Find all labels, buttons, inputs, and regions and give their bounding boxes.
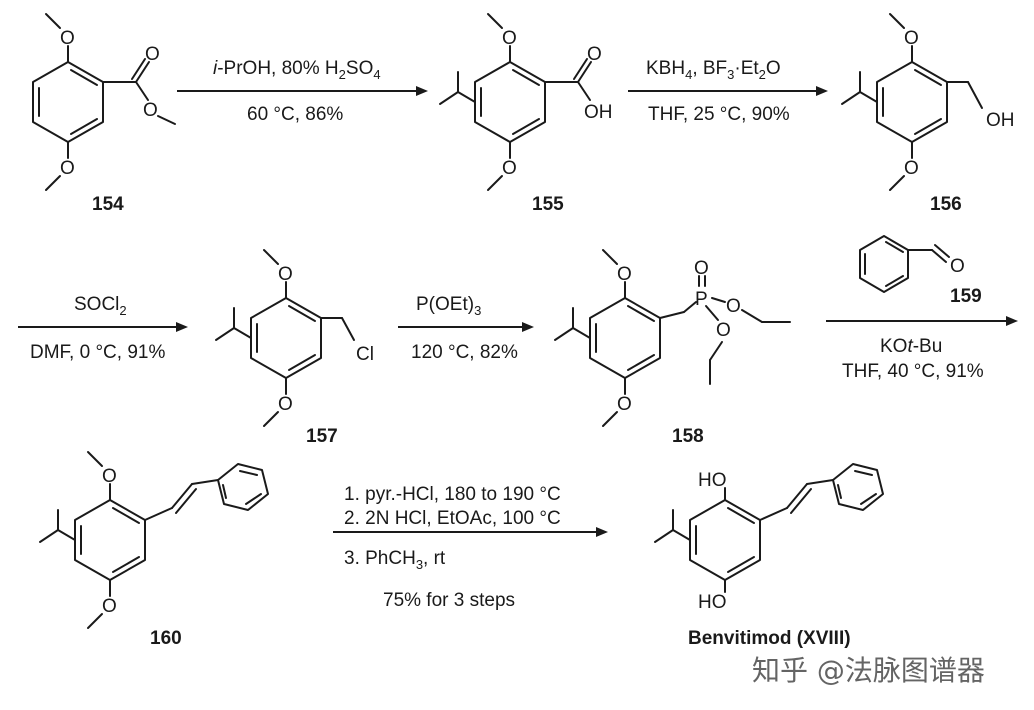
step6-yield: 75% for 3 steps (383, 590, 515, 611)
step4-conditions: 120 °C, 82% (411, 342, 518, 363)
hydroxyl-label: HO (698, 470, 727, 491)
phosphorus-label: P (695, 289, 708, 310)
compound-number-159: 159 (950, 286, 982, 307)
compound-number-160: 160 (150, 628, 182, 649)
oxygen-label: O (502, 158, 517, 179)
step2-reagents: KBH4, BF3·Et2O (646, 58, 781, 82)
step4-reagents: P(OEt)3 (416, 294, 481, 318)
step5-base: KOt-Bu (880, 336, 942, 357)
reaction-arrow-6: 1. pyr.-HCl, 180 to 190 °C 2. 2N HCl, Et… (333, 484, 608, 611)
hydroxyl-label: OH (986, 110, 1015, 131)
oxygen-label: O (278, 264, 293, 285)
oxygen-label: O (145, 44, 160, 65)
step1-conditions: 60 °C, 86% (247, 104, 343, 125)
step3-conditions: DMF, 0 °C, 91% (30, 342, 165, 363)
oxygen-label: O (502, 28, 517, 49)
chlorine-label: Cl (356, 344, 374, 365)
compound-159: O 159 (859, 235, 982, 307)
compound-158: O O O P O O 158 (554, 249, 791, 447)
compound-number-156: 156 (930, 194, 962, 215)
oxygen-label: O (694, 258, 709, 279)
step6-line3: 3. PhCH3, rt (344, 548, 446, 572)
step3-reagents: SOCl2 (74, 294, 127, 318)
oxygen-label: O (587, 44, 602, 65)
compound-number-154: 154 (92, 194, 124, 215)
watermark: 知乎 @法脉图谱器 (752, 654, 985, 687)
step2-conditions: THF, 25 °C, 90% (648, 104, 790, 125)
compound-number-157: 157 (306, 426, 338, 447)
compound-155: O O O OH 155 (439, 13, 613, 215)
compound-number-155: 155 (532, 194, 564, 215)
oxygen-label: O (617, 394, 632, 415)
oxygen-label: O (60, 158, 75, 179)
reaction-arrow-2: KBH4, BF3·Et2O THF, 25 °C, 90% (628, 58, 828, 125)
step6-line2: 2. 2N HCl, EtOAc, 100 °C (344, 508, 561, 529)
oxygen-label: O (143, 100, 158, 121)
oxygen-label: O (617, 264, 632, 285)
oxygen-label: O (904, 158, 919, 179)
oxygen-label: O (102, 466, 117, 487)
step6-line1: 1. pyr.-HCl, 180 to 190 °C (344, 484, 561, 505)
compound-number-158: 158 (672, 426, 704, 447)
reaction-arrow-1: i-PrOH, 80% H2SO4 60 °C, 86% (177, 58, 428, 125)
oxygen-label: O (904, 28, 919, 49)
product-name: Benvitimod (XVIII) (688, 628, 851, 649)
reaction-arrow-5: KOt-Bu THF, 40 °C, 91% (826, 316, 1018, 382)
hydroxyl-label: OH (584, 102, 613, 123)
compound-154: O O O O 154 (32, 13, 176, 215)
oxygen-label: O (950, 256, 965, 277)
oxygen-label: O (102, 596, 117, 617)
hydroxyl-label: HO (698, 592, 727, 613)
oxygen-label: O (278, 394, 293, 415)
oxygen-label: O (60, 28, 75, 49)
step5-conditions: THF, 40 °C, 91% (842, 361, 984, 382)
compound-157: O O Cl 157 (215, 249, 374, 447)
compound-benvitimod: HO HO Benvitimod (XVIII) (654, 463, 884, 649)
compound-160: O O 160 (39, 451, 269, 649)
step1-reagents: i-PrOH, 80% H2SO4 (213, 58, 381, 82)
compound-156: O O OH 156 (841, 13, 1015, 215)
oxygen-label: O (716, 320, 731, 341)
reaction-arrow-3: SOCl2 DMF, 0 °C, 91% (18, 294, 188, 363)
reaction-arrow-4: P(OEt)3 120 °C, 82% (398, 294, 534, 363)
oxygen-label: O (726, 296, 741, 317)
